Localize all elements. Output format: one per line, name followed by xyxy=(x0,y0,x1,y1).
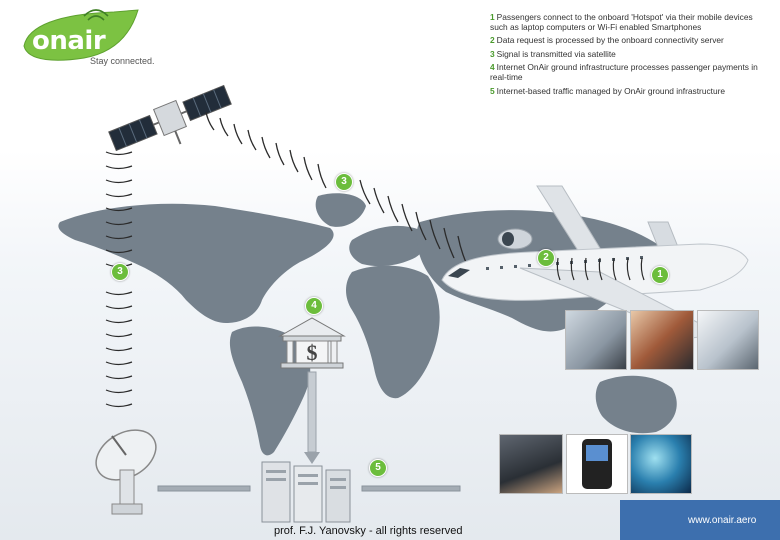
passengers-phone-photo xyxy=(630,310,694,370)
step-badge-5: 5 xyxy=(369,459,387,477)
smartphone-screen xyxy=(586,445,608,461)
dish-server-link xyxy=(157,485,251,492)
bank-building-icon: $ xyxy=(278,317,346,369)
map-north-america xyxy=(58,203,334,324)
server-devices-link xyxy=(361,485,461,492)
website-band xyxy=(620,500,780,540)
onboard-hotspot-signal xyxy=(556,257,645,281)
logo-wordmark: onair xyxy=(32,26,106,56)
satellite-aircraft-signal xyxy=(205,111,469,268)
map-europe xyxy=(349,225,426,267)
step-badge-3-ground: 3 xyxy=(111,263,129,281)
passenger-window-photo xyxy=(697,310,759,370)
onair-logo: onair xyxy=(18,8,143,68)
map-australia xyxy=(595,375,677,434)
globe-network-photo xyxy=(630,434,692,494)
satellite-icon xyxy=(108,84,232,152)
map-greenland xyxy=(315,193,366,227)
step-badge-2: 2 xyxy=(537,249,555,267)
map-africa xyxy=(346,265,440,399)
logo-tagline: Stay connected. xyxy=(90,56,155,66)
logo-leaf-shape xyxy=(23,9,139,61)
bank-server-link xyxy=(304,371,320,464)
satellite-dish-icon xyxy=(95,429,157,515)
step-badge-4: 4 xyxy=(305,297,323,315)
ground-servers-icon xyxy=(261,461,351,523)
step-badge-1: 1 xyxy=(651,266,669,284)
step-badge-3-satellite: 3 xyxy=(335,173,353,191)
satellite-ground-signal xyxy=(105,151,133,408)
passenger-laptop-photo xyxy=(565,310,627,370)
website-link[interactable]: www.onair.aero xyxy=(688,515,757,526)
svg-text:$: $ xyxy=(307,340,318,365)
smartphone-device-photo xyxy=(566,434,628,494)
laptop-device-photo xyxy=(499,434,563,494)
copyright-footer: prof. F.J. Yanovsky - all rights reserve… xyxy=(274,525,463,537)
